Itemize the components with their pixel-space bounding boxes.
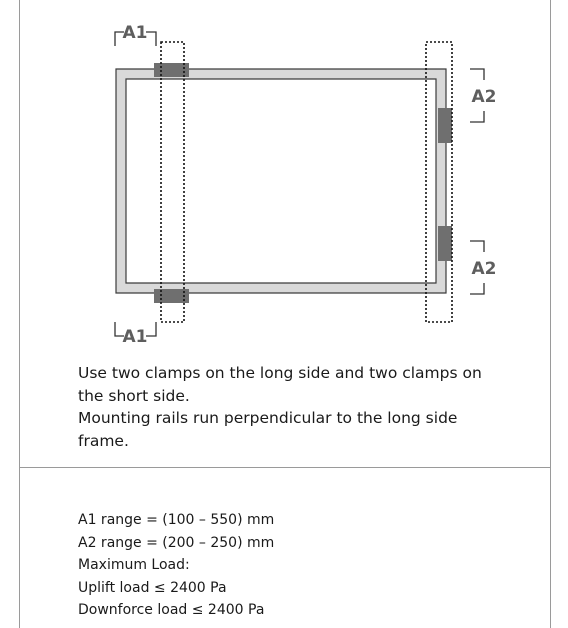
- clamp-a2-bottom: [438, 226, 452, 261]
- module-frame: [115, 68, 447, 294]
- clamp-a1-top: [154, 63, 189, 77]
- label-a2-top: A2: [472, 87, 497, 107]
- specs-cell: [19, 468, 551, 628]
- mounting-rail-left: [160, 41, 185, 323]
- clamp-mounting-diagram: A1 A1 A2 A2: [114, 23, 497, 347]
- label-a1-bottom: A1: [123, 327, 148, 347]
- spec-max-load-heading: Maximum Load:: [78, 557, 190, 573]
- label-a2-bottom: A2: [472, 259, 497, 279]
- clamp-a2-top: [438, 108, 452, 143]
- spec-downforce-load: Downforce load ≤ 2400 Pa: [78, 602, 265, 618]
- label-a1-top: A1: [123, 23, 148, 43]
- load-specifications: A1 range = (100 – 550) mm A2 range = (20…: [78, 509, 498, 622]
- spec-uplift-load: Uplift load ≤ 2400 Pa: [78, 579, 227, 596]
- installation-description: Use two clamps on the long side and two …: [78, 362, 498, 452]
- diagram-cell: [19, 0, 551, 468]
- dimension-bracket-a1-top: [114, 31, 157, 46]
- clamp-a1-bottom: [154, 289, 189, 303]
- spec-a1-range: A1 range = (100 – 550) mm: [78, 512, 275, 528]
- dimension-bracket-a1-bottom: [114, 322, 157, 337]
- mounting-rail-right: [425, 41, 453, 323]
- dimension-bracket-a2-top: [470, 68, 485, 123]
- spec-a2-range: A2 range = (200 – 250) mm: [78, 534, 275, 551]
- dimension-bracket-a2-bottom: [470, 240, 485, 295]
- description-clamps: Use two clamps on the long side and two …: [78, 364, 482, 405]
- description-rails: Mounting rails run perpendicular to the …: [78, 409, 458, 450]
